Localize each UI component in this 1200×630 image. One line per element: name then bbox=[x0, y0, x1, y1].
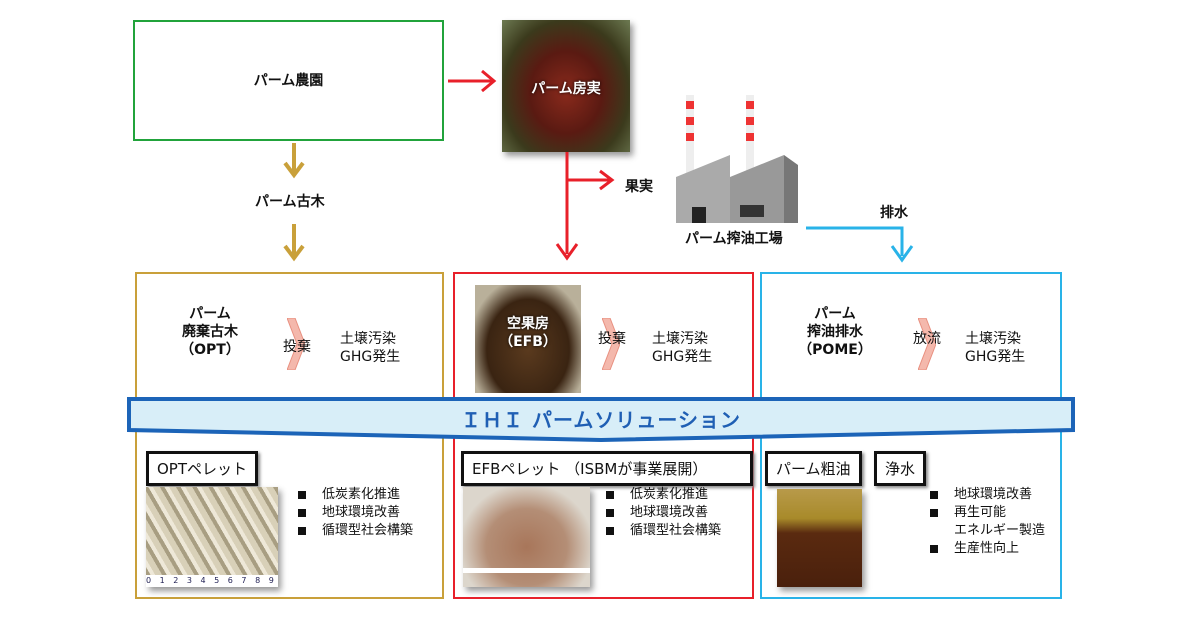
old-trunk-label: パーム古木 bbox=[255, 194, 325, 210]
opt-pellet-label: OPTペレット bbox=[146, 451, 259, 486]
chevron-icon bbox=[287, 318, 305, 370]
efb-pellet-label: EFBペレット （ISBMが事業展開） bbox=[461, 451, 753, 486]
fruit-label: 果実 bbox=[625, 179, 653, 195]
ruler bbox=[463, 568, 590, 573]
arrow-fruit-split bbox=[555, 152, 615, 261]
clean-water-label: 浄水 bbox=[874, 451, 927, 486]
efb-action: 投棄 bbox=[598, 331, 626, 347]
fruit-bunch-label: パーム房実 bbox=[531, 81, 601, 97]
palm-fruit-bunch-photo: パーム房実 bbox=[502, 20, 630, 152]
pome-title: パーム搾油排水（POME） bbox=[798, 306, 872, 358]
wastewater-label: 排水 bbox=[880, 205, 908, 221]
solution-banner bbox=[127, 397, 1075, 443]
pome-action: 放流 bbox=[913, 331, 941, 347]
pome-benefits: 地球環境改善再生可能エネルギー製造生産性向上 bbox=[928, 486, 1045, 558]
farm-label: パーム農園 bbox=[253, 73, 324, 89]
palm-oil-beaker-photo bbox=[777, 489, 862, 587]
factory-icon bbox=[676, 95, 798, 223]
opt-action: 投棄 bbox=[283, 339, 311, 355]
chevron-icon bbox=[602, 318, 620, 370]
farm-box: パーム農園 bbox=[133, 20, 444, 141]
opt-benefits: 低炭素化推進地球環境改善循環型社会構築 bbox=[296, 486, 413, 540]
crude-palm-oil-label: パーム粗油 bbox=[765, 451, 862, 486]
banner-title: ＩＨＩ パームソリューション bbox=[461, 408, 741, 432]
efb-benefits: 低炭素化推進地球環境改善循環型社会構築 bbox=[604, 486, 721, 540]
chevron-icon bbox=[918, 318, 936, 370]
efb-title: 空果房（EFB） bbox=[499, 316, 557, 350]
efb-pellet-photo bbox=[463, 487, 590, 587]
mill-label: パーム搾油工場 bbox=[685, 231, 783, 247]
arrow-wastewater bbox=[806, 226, 914, 263]
ruler: 0 1 2 3 4 5 6 7 8 9 10 bbox=[146, 575, 278, 587]
opt-pellet-photo: 0 1 2 3 4 5 6 7 8 9 10 bbox=[146, 487, 278, 587]
opt-title: パーム廃棄古木（OPT） bbox=[180, 306, 240, 358]
efb-photo: 空果房（EFB） bbox=[475, 285, 581, 393]
arrow-down-gold-1 bbox=[283, 143, 305, 179]
arrow-down-gold-2 bbox=[283, 224, 305, 262]
arrow-farm-to-fruit bbox=[448, 69, 497, 93]
